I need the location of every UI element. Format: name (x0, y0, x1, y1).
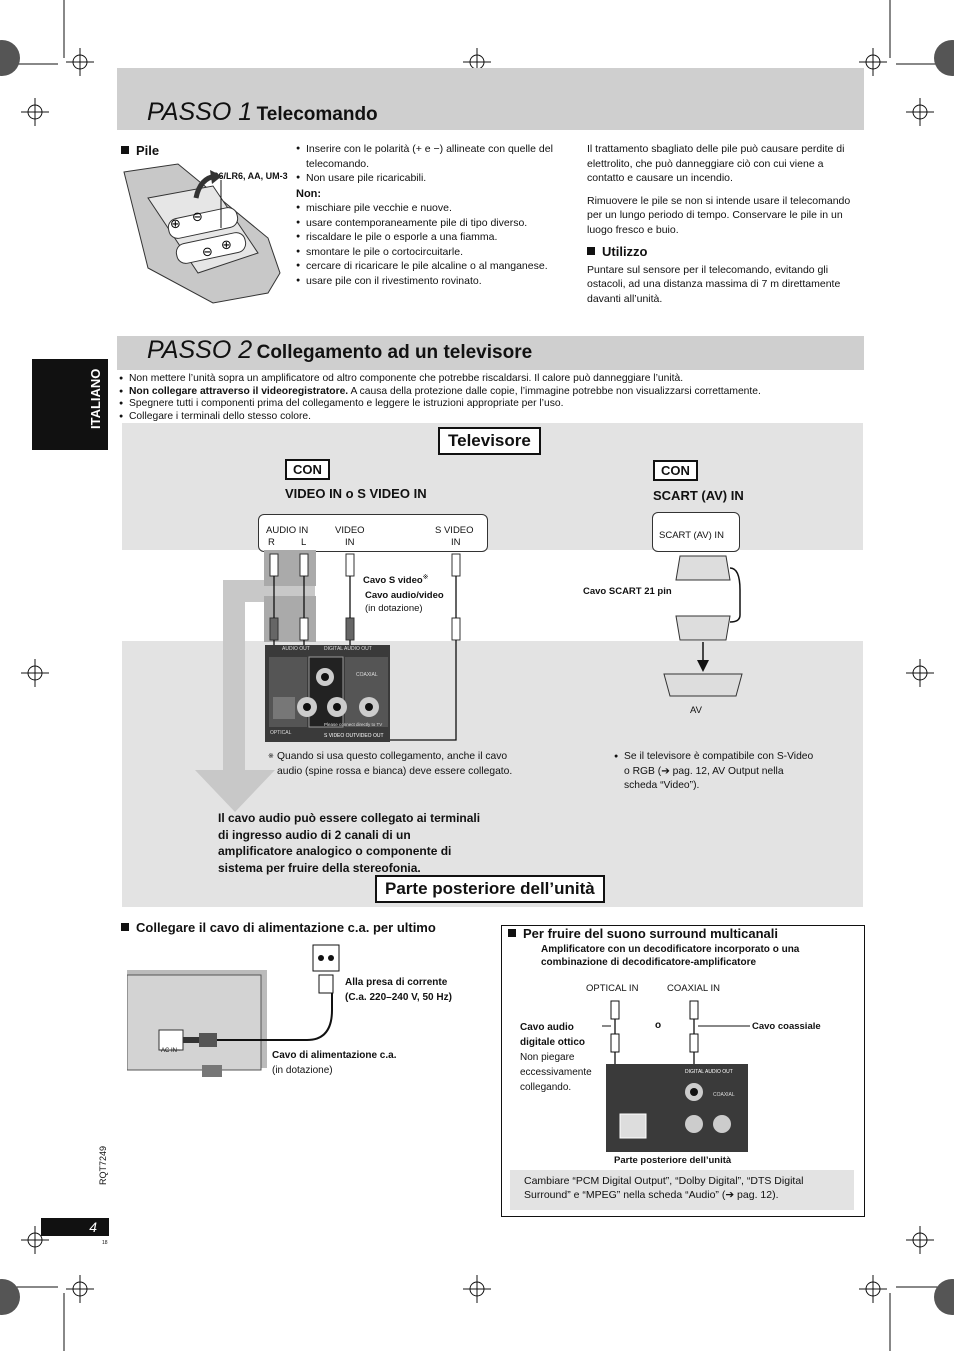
svideo-in-label-2: IN (451, 537, 461, 548)
battery-label: R6/LR6, AA, UM-3 (212, 171, 288, 181)
surround-note-box: Cambiare “PCM Digital Output”, “Dolby Di… (510, 1170, 854, 1210)
coaxial-cable-label: Cavo coassiale (752, 1021, 821, 1032)
video-out-label: VIDEO OUT (356, 733, 384, 739)
square-bullet-icon (508, 929, 516, 937)
video-in-label: VIDEO (335, 525, 365, 536)
l-label: L (301, 537, 307, 548)
language-tab-label: ITALIANO (88, 368, 103, 429)
con-badge-left: CON (285, 459, 330, 480)
av-cables-illustration (264, 550, 461, 741)
non-bullet: mischiare pile vecchie e nuove. (296, 201, 576, 216)
square-bullet-icon (587, 247, 595, 255)
non-bullet: usare contemporaneamente pile di tipo di… (296, 216, 576, 231)
connect-direct-label: Please connect directly to TV (324, 722, 383, 727)
square-bullet-icon (121, 923, 129, 931)
step2-bullet: Spegnere tutti i componenti prima del co… (119, 398, 859, 411)
optical-in-label: OPTICAL IN (586, 983, 639, 994)
svg-text:⊕: ⊕ (221, 238, 232, 253)
svg-text:⊕: ⊕ (170, 217, 181, 232)
step2-title: Collegamento ad un televisore (256, 342, 533, 363)
surround-connection-illustration (602, 1000, 750, 1152)
av-label: AV (690, 705, 702, 716)
left-connection-title: VIDEO IN o S VIDEO IN (285, 486, 427, 501)
svideo-footnote: ※ Quando si usa questo collegamento, anc… (268, 751, 513, 777)
utilizzo-heading: Utilizzo (587, 244, 855, 260)
power-heading: Collegare il cavo di alimentazione c.a. … (121, 920, 436, 935)
video-in-label-2: IN (345, 537, 355, 548)
surround-digital-audio-out-label: DIGITAL AUDIO OUT (685, 1069, 733, 1075)
svideo-out-label: S VIDEO OUT (324, 733, 357, 739)
step2-bullet: Non collegare attraverso il videoregistr… (119, 386, 859, 399)
non-label: Non: (296, 187, 322, 200)
svg-text:⊖: ⊖ (192, 210, 203, 225)
battery-instructions: Inserire con le polarità (+ e −) allinea… (296, 142, 576, 288)
ac-in-label: AC IN~ (161, 1048, 181, 1054)
surround-subheading: Amplificatore con un decodificatore inco… (541, 944, 800, 968)
power-cable-label: Cavo di alimentazione c.a.(in dotazione) (272, 1050, 397, 1076)
battery-bullet: Inserire con le polarità (+ e −) allinea… (296, 142, 576, 171)
pile-heading: Pile (121, 143, 159, 158)
coaxial-label: COAXIAL (356, 672, 378, 678)
audio-out-label: AUDIO OUT (282, 646, 310, 652)
step2-header: PASSO 2 Collegamento ad un televisore (117, 336, 864, 370)
step1-title: Telecomando (256, 104, 378, 125)
scart-note: Se il televisore è compatibile con S-Vid… (614, 750, 814, 794)
step2-bullets: Non mettere l’unità sopra un amplificato… (119, 373, 859, 423)
non-bullet: smontare le pile o cortocircuitarle. (296, 245, 576, 260)
cavo-scart-label: Cavo SCART 21 pin (583, 586, 672, 597)
remote-battery-illustration: ⊕ ⊖ ⊖ ⊕ (123, 163, 281, 304)
or-label: o (655, 1020, 662, 1031)
warning-paragraph: Il trattamento sbagliato delle pile può … (587, 143, 845, 184)
televisore-label: Televisore (438, 427, 541, 455)
battery-warnings: Il trattamento sbagliato delle pile può … (587, 142, 855, 306)
svg-text:⊖: ⊖ (202, 245, 213, 260)
tiny-number: 18 (102, 1240, 108, 1246)
step1-passo: PASSO 1 (147, 98, 253, 126)
step2-passo: PASSO 2 (147, 336, 253, 364)
square-bullet-icon (121, 146, 129, 154)
page-number: 4 (41, 1218, 109, 1236)
non-bullet: cercare di ricaricare le pile alcaline o… (296, 259, 576, 274)
utilizzo-text: Puntare sul sensore per il telecomando, … (587, 263, 841, 305)
step1-header: PASSO 1 Telecomando (117, 68, 864, 130)
audio-cable-note: Il cavo audio può essere collegato ai te… (218, 811, 481, 875)
step2-bullet: Non mettere l’unità sopra un amplificato… (119, 373, 859, 386)
r-label: R (268, 537, 275, 548)
surround-parte-posteriore: Parte posteriore dell’unità (614, 1155, 732, 1166)
optical-label: OPTICAL (270, 730, 292, 736)
unit-rear-panel-left (265, 645, 390, 742)
surround-note: Cambiare “PCM Digital Output”, “Dolby Di… (524, 1175, 804, 1201)
tv-scart-panel: SCART (AV) IN (652, 512, 740, 552)
scart-in-label: SCART (AV) IN (659, 530, 724, 541)
step2-bullet: Collegare i terminali dello stesso color… (119, 411, 859, 424)
document-code: RQT7249 (98, 1145, 108, 1185)
presa-label: Alla presa di corrente(C.a. 220–240 V, 5… (345, 977, 452, 1003)
warning-paragraph: Rimuovere le pile se non si intende usar… (587, 194, 851, 236)
surround-box: Per fruire del suono surround multicanal… (501, 925, 865, 1217)
parte-posteriore-label: Parte posteriore dell’unità (375, 875, 605, 903)
non-bullet: riscaldare le pile o esporle a una fiamm… (296, 230, 576, 245)
power-cable-illustration (127, 944, 340, 1077)
battery-bullet: Non usare pile ricaricabili. (296, 171, 576, 186)
scart-cable-illustration (663, 555, 743, 697)
down-arrow-icon (195, 580, 315, 812)
svideo-in-label: S VIDEO (435, 525, 474, 536)
non-bullet: usare pile con il rivestimento rovinato. (296, 274, 576, 289)
right-connection-title: SCART (AV) IN (653, 488, 744, 503)
language-tab: ITALIANO (32, 359, 108, 450)
cavo-audiovideo-label: Cavo audio/video(in dotazione) (365, 590, 444, 614)
audio-in-label: AUDIO IN (266, 525, 309, 536)
cavo-svideo-label: Cavo S video※ (363, 574, 429, 587)
surround-heading: Per fruire del suono surround multicanal… (508, 926, 778, 941)
digital-audio-out-label: DIGITAL AUDIO OUT (324, 646, 372, 652)
con-badge-right: CON (653, 460, 698, 481)
surround-coaxial-label: COAXIAL (713, 1092, 735, 1098)
coaxial-in-label: COAXIAL IN (667, 983, 720, 994)
tv-av-input-panel: AUDIO IN R L VIDEO IN S VIDEO IN (258, 514, 488, 552)
